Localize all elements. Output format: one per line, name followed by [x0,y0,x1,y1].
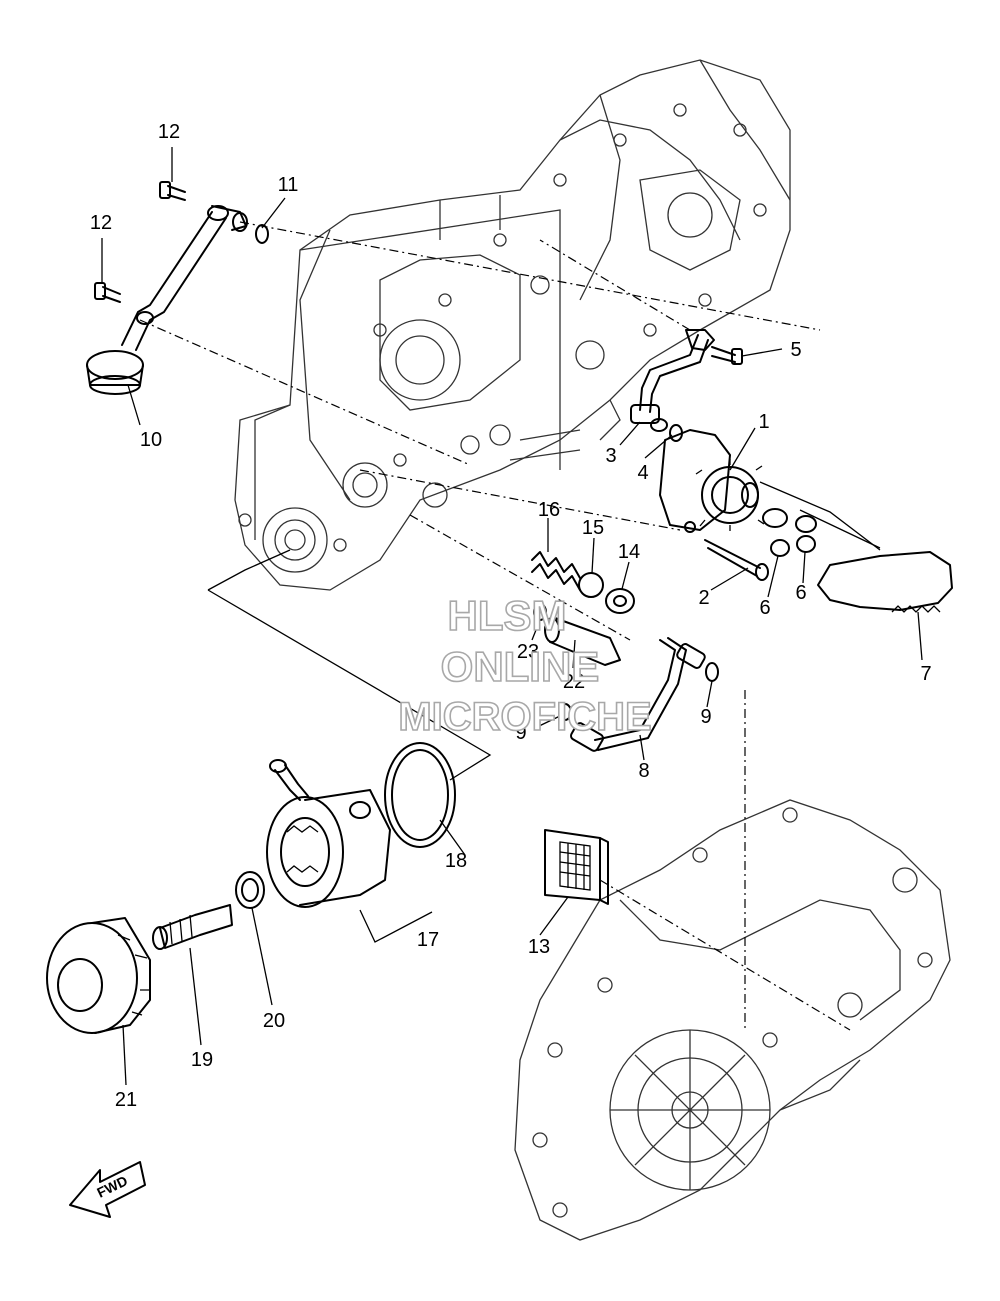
watermark: HLSM ONLINE MICROFICHE [398,591,653,740]
crankcase-left [234,59,791,591]
callouts: 1 2 3 4 5 6 6 7 8 9 9 10 11 12 12 13 14 … [90,121,932,1111]
crankcase-cover-right [514,799,951,1241]
strainer-assembly [86,181,269,395]
callout-15: 15 [582,517,604,539]
callout-12a: 12 [158,121,180,143]
callout-5: 5 [790,339,801,361]
callout-9b: 9 [700,706,711,728]
callout-21: 21 [115,1089,137,1111]
callout-7: 7 [920,663,931,685]
callout-20: 20 [263,1010,285,1032]
callout-14: 14 [618,541,640,563]
assembly-lines [139,221,851,1031]
fwd-arrow-icon: FWD [69,1161,146,1218]
callout-3: 3 [605,445,616,467]
callout-23: 23 [517,641,539,663]
callout-6b: 6 [795,582,806,604]
leader-lines [101,147,923,1086]
callout-8: 8 [638,760,649,782]
watermark-line-2: ONLINE [441,643,600,690]
callout-22: 22 [563,671,585,693]
callout-10: 10 [140,429,162,451]
callout-1: 1 [758,411,769,433]
callout-4: 4 [637,462,648,484]
oil-pump-assembly [630,329,953,613]
callout-12b: 12 [90,212,112,234]
callout-17: 17 [417,929,439,951]
callout-13: 13 [528,936,550,958]
callout-16: 16 [538,499,560,521]
callout-2: 2 [698,587,709,609]
callout-19: 19 [191,1049,213,1071]
oil-pipe-assembly [558,637,719,752]
callout-18: 18 [445,850,467,872]
filter-assembly [46,871,265,1034]
relief-valve-assembly [531,551,635,666]
oil-housing-assembly [266,742,456,908]
callout-11: 11 [278,174,299,196]
screen-filter [544,829,609,905]
callout-9a: 9 [515,722,526,744]
watermark-line-3: MICROFICHE [398,695,651,739]
watermark-line-1: HLSM [448,592,567,639]
callout-6a: 6 [759,597,770,619]
